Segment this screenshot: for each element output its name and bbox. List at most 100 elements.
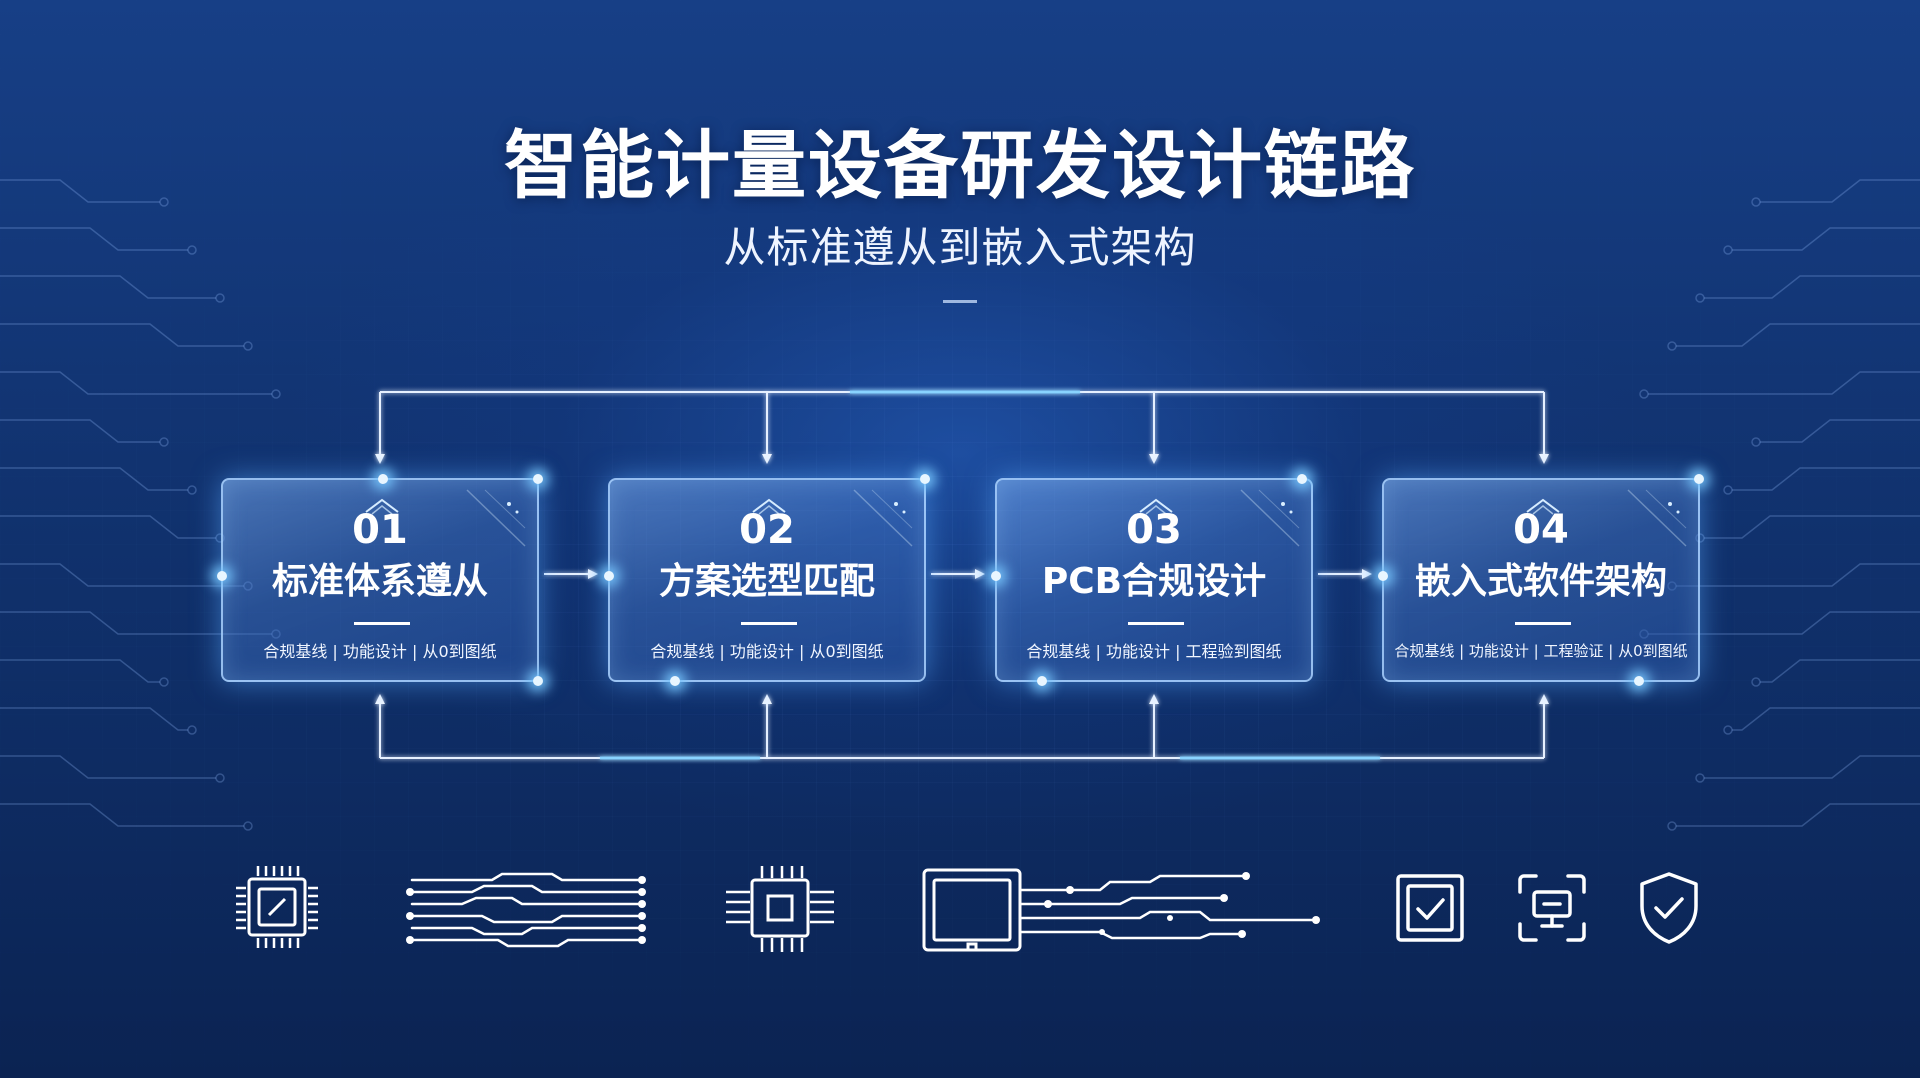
step-number: 03 <box>1126 507 1182 553</box>
pcb-board-icon <box>922 868 1320 952</box>
circuit-trace <box>0 755 216 779</box>
hex-badge-icon <box>1139 498 1173 515</box>
circuit-trace <box>1760 419 1920 443</box>
step-title: 嵌入式软件架构 <box>1414 561 1667 602</box>
step-title: PCB合规设计 <box>1041 561 1267 602</box>
step-card-01: 01 标准体系遵从 合规基线 | 功能设计 | 从0到图纸 <box>217 474 543 686</box>
circuit-node <box>1695 293 1705 303</box>
step-number: 01 <box>352 507 408 553</box>
step-tags: 合规基线 | 功能设计 | 工程验到图纸 <box>1026 642 1282 661</box>
circuit-trace <box>1732 227 1920 251</box>
corner-circuit-decoration <box>1240 489 1300 547</box>
circuit-trace <box>1648 611 1920 635</box>
hex-badge-icon <box>365 498 399 515</box>
glow-node <box>1297 474 1307 484</box>
circuit-trace <box>0 419 160 443</box>
circuit-node <box>215 773 225 783</box>
circuit-node <box>271 389 281 399</box>
circuit-node <box>1723 725 1733 735</box>
corner-circuit-decoration <box>1627 489 1687 547</box>
circuit-trace <box>0 179 160 203</box>
circuit-node <box>1751 437 1761 447</box>
step-number: 02 <box>739 507 795 553</box>
circuit-node <box>159 677 169 687</box>
corner-circuit-decoration <box>466 489 526 547</box>
circuit-trace <box>1704 275 1920 299</box>
circuit-node <box>1667 821 1677 831</box>
circuit-trace <box>1648 371 1920 395</box>
step-number: 04 <box>1513 507 1569 553</box>
hex-badge-icon <box>752 498 786 515</box>
circuit-trace <box>0 563 244 587</box>
step-divider <box>741 622 797 625</box>
step-card-02: 02 方案选型匹配 合规基线 | 功能设计 | 从0到图纸 <box>604 474 930 686</box>
circuit-node <box>1751 197 1761 207</box>
glow-node <box>533 676 543 686</box>
page-subtitle: 从标准遵从到嵌入式架构 <box>723 223 1197 272</box>
glow-node <box>670 676 680 686</box>
circuit-node <box>1667 341 1677 351</box>
circuit-node <box>159 437 169 447</box>
circuit-trace <box>0 803 244 827</box>
circuit-node <box>243 341 253 351</box>
circuit-node <box>187 485 197 495</box>
page-title: 智能计量设备研发设计链路 <box>504 123 1416 209</box>
glow-node <box>604 571 614 581</box>
step-card-03: 03 PCB合规设计 合规基线 | 功能设计 | 工程验到图纸 <box>991 474 1313 686</box>
device-scan-icon <box>1518 874 1586 942</box>
circuit-trace <box>0 611 272 635</box>
hex-badge-icon <box>1526 498 1560 515</box>
circuit-trace <box>1676 563 1920 587</box>
step-title: 方案选型匹配 <box>658 561 875 602</box>
circuit-node <box>159 197 169 207</box>
step-divider <box>354 622 410 625</box>
glow-node <box>378 474 388 484</box>
step-divider <box>1128 622 1184 625</box>
circuit-node <box>243 821 253 831</box>
circuit-node <box>1751 677 1761 687</box>
step-title: 标准体系遵从 <box>271 561 488 602</box>
glow-node <box>533 474 543 484</box>
circuit-trace <box>0 467 188 491</box>
corner-circuit-decoration <box>853 489 913 547</box>
circuit-trace <box>0 659 160 683</box>
step-tags: 合规基线 | 功能设计 | 从0到图纸 <box>650 642 884 661</box>
circuit-node <box>187 725 197 735</box>
circuit-node <box>1695 773 1705 783</box>
circuit-node <box>187 245 197 255</box>
circuit-trace <box>1704 515 1920 539</box>
shield-check-icon <box>1640 872 1698 944</box>
circuit-trace <box>1760 179 1920 203</box>
circuit-node <box>215 293 225 303</box>
title-underline <box>943 300 977 303</box>
step-divider <box>1515 622 1571 625</box>
circuit-trace <box>1760 659 1920 683</box>
circuit-trace <box>0 515 216 539</box>
circuit-node <box>1639 389 1649 399</box>
circuit-trace <box>0 275 216 299</box>
circuit-trace <box>0 707 188 731</box>
circuit-trace <box>1732 467 1920 491</box>
glow-node <box>1694 474 1704 484</box>
circuit-node <box>1723 485 1733 495</box>
circuit-trace <box>0 227 188 251</box>
step-tags: 合规基线 | 功能设计 | 工程验证 | 从0到图纸 <box>1394 642 1688 660</box>
glow-node <box>1378 571 1388 581</box>
circuit-trace <box>0 371 272 395</box>
glow-node <box>217 571 227 581</box>
checkbox-icon <box>1396 874 1464 942</box>
circuit-trace <box>1676 803 1920 827</box>
glow-node <box>991 571 1001 581</box>
step-tags: 合规基线 | 功能设计 | 从0到图纸 <box>263 642 497 661</box>
circuit-trace <box>1676 323 1920 347</box>
circuit-node <box>1723 245 1733 255</box>
glow-node <box>1634 676 1644 686</box>
circuit-trace <box>0 323 244 347</box>
glow-node <box>1037 676 1047 686</box>
circuit-traces-icon <box>406 872 646 948</box>
chip-icon <box>236 866 318 948</box>
circuit-trace <box>1732 707 1920 731</box>
